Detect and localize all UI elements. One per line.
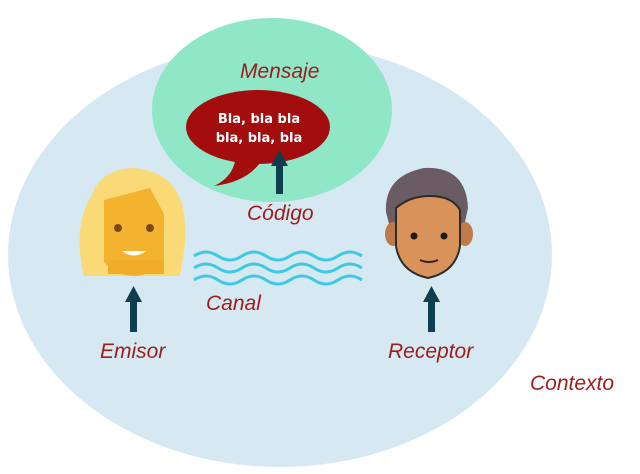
- channel-label: Canal: [206, 292, 261, 315]
- speech-bubble-line-2: bla, bla, bla: [215, 131, 303, 146]
- man-avatar-icon: [385, 167, 473, 280]
- woman-avatar-icon: [79, 168, 186, 276]
- speech-bubble-line-1: Bla, bla bla: [217, 112, 301, 127]
- channel-waves: [193, 250, 363, 286]
- message-label: Mensaje: [240, 60, 320, 83]
- context-label: Contexto: [530, 372, 615, 395]
- sender-arrow: [125, 286, 142, 332]
- code-label: Código: [247, 202, 314, 225]
- receiver-arrow: [423, 286, 440, 332]
- context-area: [8, 43, 552, 467]
- sender-label: Emisor: [100, 340, 166, 363]
- speech-bubble: [186, 90, 330, 186]
- code-arrow: [271, 150, 288, 194]
- receiver-label: Receptor: [388, 340, 474, 363]
